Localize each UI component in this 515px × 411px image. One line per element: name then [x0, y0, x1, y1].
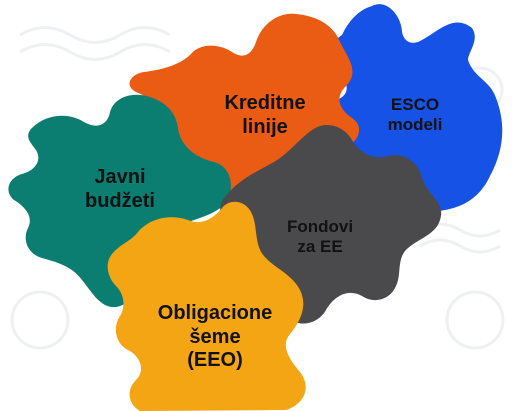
label-kreditne-linije: Kreditne linije: [200, 92, 330, 139]
label-esco-line-2: modeli: [387, 115, 443, 135]
label-esco-modeli: ESCO modeli: [360, 95, 470, 135]
label-fondovi-za-ee: Fondovi za EE: [255, 217, 385, 257]
label-javni-line-2: budžeti: [85, 189, 155, 212]
label-oblig-line-2: šeme: [189, 325, 241, 348]
label-oblig-line-1: Obligacione: [157, 302, 273, 324]
puzzle-piece-javni: [8, 94, 231, 308]
label-javni-budzeti: Javni budžeti: [55, 166, 185, 213]
label-esco-line-1: ESCO: [390, 95, 440, 114]
label-kreditne-line-1: Kreditne: [224, 92, 306, 114]
label-oblig-line-3: (EEO): [187, 349, 243, 372]
label-fondovi-line-1: Fondovi: [286, 217, 354, 236]
label-javni-line-1: Javni: [94, 166, 146, 188]
label-fondovi-line-2: za EE: [297, 237, 343, 257]
label-kreditne-line-2: linije: [242, 115, 288, 138]
puzzle-piece-obligacione: [107, 201, 306, 411]
label-obligacione-seme: Obligacione šeme (EEO): [120, 302, 310, 373]
